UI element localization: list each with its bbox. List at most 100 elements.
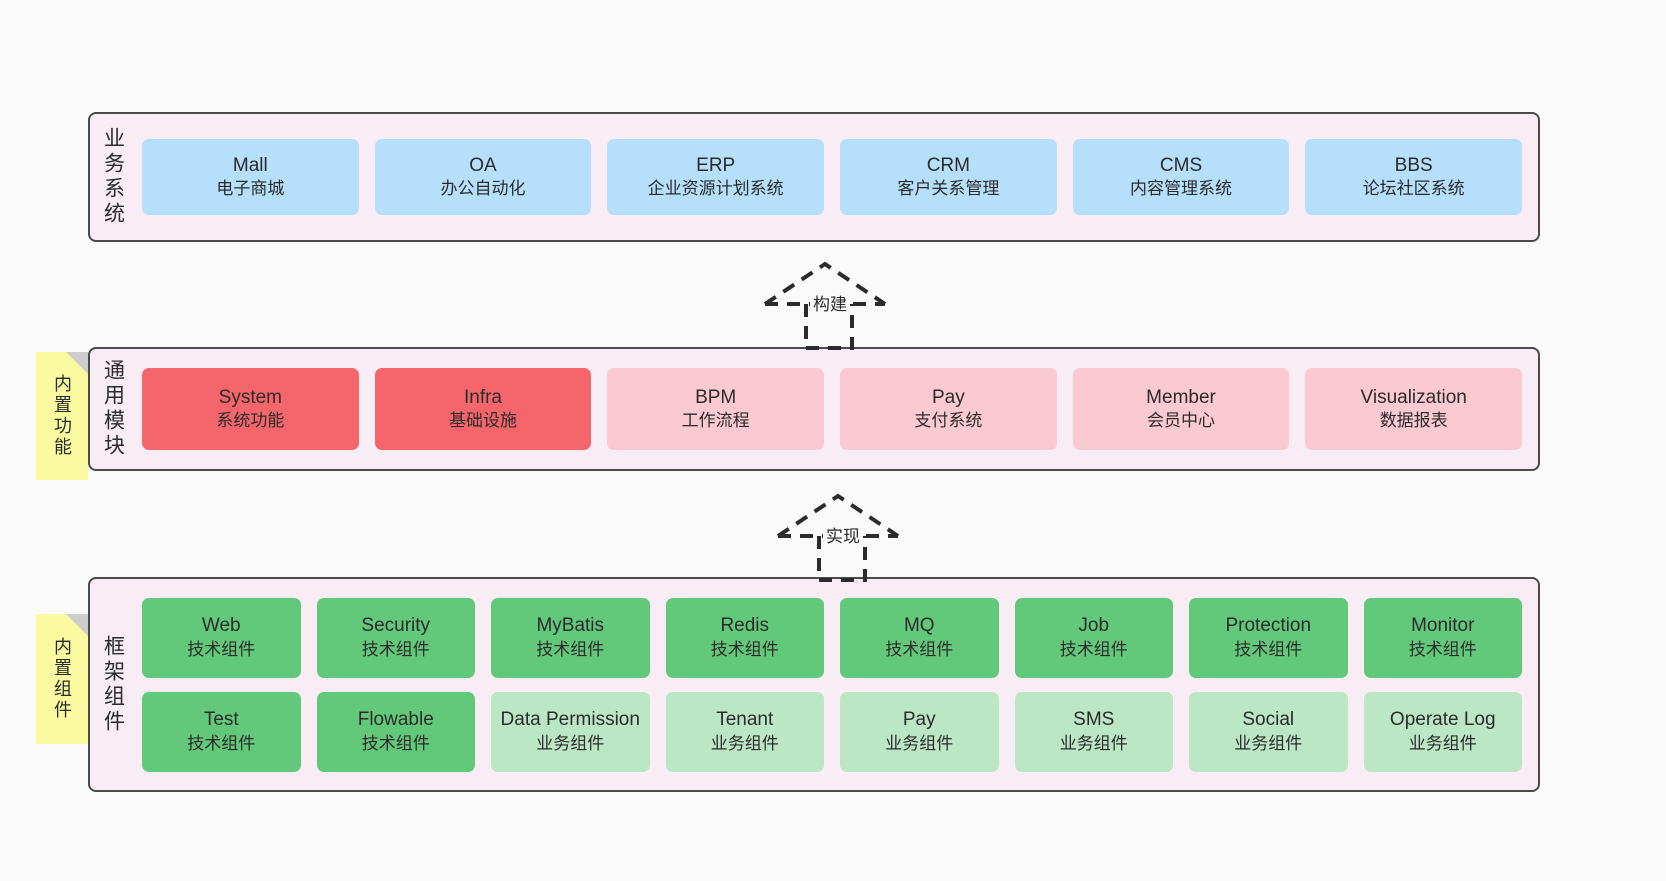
box-bbs[interactable]: BBS 论坛社区系统 (1305, 139, 1523, 215)
connector-implement-label: 实现 (823, 528, 863, 545)
box-erp[interactable]: ERP 企业资源计划系统 (607, 139, 825, 215)
box-crm-title: CRM (926, 154, 970, 176)
box-tenant-subtitle: 业务组件 (710, 733, 779, 753)
box-mq-subtitle: 技术组件 (885, 639, 954, 659)
box-visualization-subtitle: 数据报表 (1379, 411, 1448, 431)
box-infra-title: Infra (463, 386, 503, 408)
box-pay-module-subtitle: 支付系统 (914, 411, 983, 431)
box-member-title: Member (1146, 386, 1216, 408)
box-cms-title: CMS (1159, 154, 1203, 176)
layer-framework-components: 框架组件 Web 技术组件 Security 技术组件 MyBatis 技术组件… (88, 577, 1540, 792)
row-business-systems: Mall 电子商城 OA 办公自动化 ERP 企业资源计划系统 CRM 客户关系… (142, 139, 1523, 215)
box-social-title: Social (1242, 709, 1295, 731)
box-infra-subtitle: 基础设施 (449, 411, 517, 431)
row-tech-components: Web 技术组件 Security 技术组件 MyBatis 技术组件 Redi… (142, 597, 1522, 678)
box-flowable[interactable]: Flowable 技术组件 (316, 691, 475, 772)
box-mq[interactable]: MQ 技术组件 (840, 597, 999, 678)
box-mq-title: MQ (903, 615, 935, 637)
box-protection[interactable]: Protection 技术组件 (1189, 597, 1348, 678)
box-member[interactable]: Member 会员中心 (1072, 368, 1290, 450)
box-protection-subtitle: 技术组件 (1234, 639, 1303, 659)
box-tenant[interactable]: Tenant 业务组件 (665, 691, 824, 772)
box-protection-title: Protection (1225, 615, 1312, 637)
box-mall-title: Mall (232, 154, 268, 176)
box-oa-subtitle: 办公自动化 (440, 179, 526, 199)
box-monitor-title: Monitor (1411, 615, 1475, 637)
box-web-subtitle: 技术组件 (187, 639, 256, 659)
layer-common-modules: 通用模块 System 系统功能 Infra 基础设施 BPM 工作流程 Pay… (88, 347, 1540, 471)
layer-body-business-systems: Mall 电子商城 OA 办公自动化 ERP 企业资源计划系统 CRM 客户关系… (136, 114, 1538, 240)
box-cms[interactable]: CMS 内容管理系统 (1072, 139, 1290, 215)
box-monitor[interactable]: Monitor 技术组件 (1363, 597, 1522, 678)
box-redis-title: Redis (720, 615, 770, 637)
layer-body-framework-components: Web 技术组件 Security 技术组件 MyBatis 技术组件 Redi… (136, 579, 1538, 790)
box-crm-subtitle: 客户关系管理 (897, 179, 1000, 199)
box-tenant-title: Tenant (716, 709, 774, 731)
box-sms-subtitle: 业务组件 (1059, 733, 1128, 753)
box-operate-log-title: Operate Log (1389, 709, 1496, 731)
box-flowable-subtitle: 技术组件 (361, 733, 430, 753)
box-operate-log[interactable]: Operate Log 业务组件 (1363, 691, 1522, 772)
connector-implement: 实现 (773, 490, 923, 582)
box-mall[interactable]: Mall 电子商城 (142, 139, 359, 215)
box-erp-title: ERP (696, 154, 736, 176)
box-redis-subtitle: 技术组件 (710, 639, 779, 659)
box-flowable-title: Flowable (357, 709, 434, 731)
box-data-permission-subtitle: 业务组件 (536, 733, 605, 753)
sticky-note-builtin-component: 内置组件 (36, 614, 88, 744)
box-social[interactable]: Social 业务组件 (1189, 691, 1348, 772)
box-cms-subtitle: 内容管理系统 (1130, 179, 1233, 199)
box-security-title: Security (361, 615, 431, 637)
box-infra[interactable]: Infra 基础设施 (374, 368, 592, 450)
box-visualization-title: Visualization (1360, 386, 1467, 408)
box-test[interactable]: Test 技术组件 (142, 691, 301, 772)
box-mall-subtitle: 电子商城 (216, 179, 285, 199)
box-web[interactable]: Web 技术组件 (142, 597, 301, 678)
box-system-subtitle: 系统功能 (216, 411, 285, 431)
connector-build-shape (763, 261, 887, 350)
sticky-fold-corner-icon (66, 352, 88, 374)
sticky-note-builtin-component-text: 内置组件 (52, 637, 72, 721)
box-mybatis-title: MyBatis (536, 615, 605, 637)
box-test-subtitle: 技术组件 (187, 733, 256, 753)
box-sms[interactable]: SMS 业务组件 (1014, 691, 1173, 772)
layer-title-business-systems: 业务系统 (101, 127, 125, 227)
sticky-note-builtin-function: 内置功能 (36, 352, 88, 480)
box-bpm-subtitle: 工作流程 (681, 411, 750, 431)
box-pay-component-subtitle: 业务组件 (885, 733, 954, 753)
box-web-title: Web (201, 615, 241, 637)
box-sms-title: SMS (1073, 709, 1115, 731)
box-oa[interactable]: OA 办公自动化 (374, 139, 592, 215)
connector-implement-shape (776, 493, 900, 582)
box-data-permission-title: Data Permission (500, 709, 640, 731)
box-bpm-title: BPM (695, 386, 737, 408)
box-data-permission[interactable]: Data Permission 业务组件 (491, 691, 650, 772)
box-monitor-subtitle: 技术组件 (1408, 639, 1477, 659)
box-test-title: Test (203, 709, 239, 731)
box-bpm[interactable]: BPM 工作流程 (607, 368, 825, 450)
box-member-subtitle: 会员中心 (1147, 411, 1216, 431)
sticky-note-builtin-function-text: 内置功能 (52, 374, 72, 458)
box-pay-module[interactable]: Pay 支付系统 (840, 368, 1057, 450)
box-social-subtitle: 业务组件 (1234, 733, 1303, 753)
box-system[interactable]: System 系统功能 (142, 368, 359, 450)
box-pay-module-title: Pay (931, 386, 965, 408)
box-oa-title: OA (469, 154, 497, 176)
box-crm[interactable]: CRM 客户关系管理 (840, 139, 1057, 215)
box-mybatis[interactable]: MyBatis 技术组件 (491, 597, 650, 678)
box-mybatis-subtitle: 技术组件 (536, 639, 605, 659)
layer-title-framework-components: 框架组件 (101, 634, 125, 735)
sticky-fold-corner-icon (66, 614, 88, 636)
box-job[interactable]: Job 技术组件 (1014, 597, 1173, 678)
box-bbs-subtitle: 论坛社区系统 (1362, 179, 1465, 199)
box-operate-log-subtitle: 业务组件 (1408, 733, 1477, 753)
box-security-subtitle: 技术组件 (361, 639, 430, 659)
row-common-modules: System 系统功能 Infra 基础设施 BPM 工作流程 Pay 支付系统… (142, 368, 1523, 450)
box-visualization[interactable]: Visualization 数据报表 (1305, 368, 1523, 450)
row-business-components: Test 技术组件 Flowable 技术组件 Data Permission … (142, 691, 1522, 772)
box-pay-component[interactable]: Pay 业务组件 (840, 691, 999, 772)
box-job-title: Job (1078, 615, 1110, 637)
box-redis[interactable]: Redis 技术组件 (665, 597, 824, 678)
box-security[interactable]: Security 技术组件 (316, 597, 475, 678)
